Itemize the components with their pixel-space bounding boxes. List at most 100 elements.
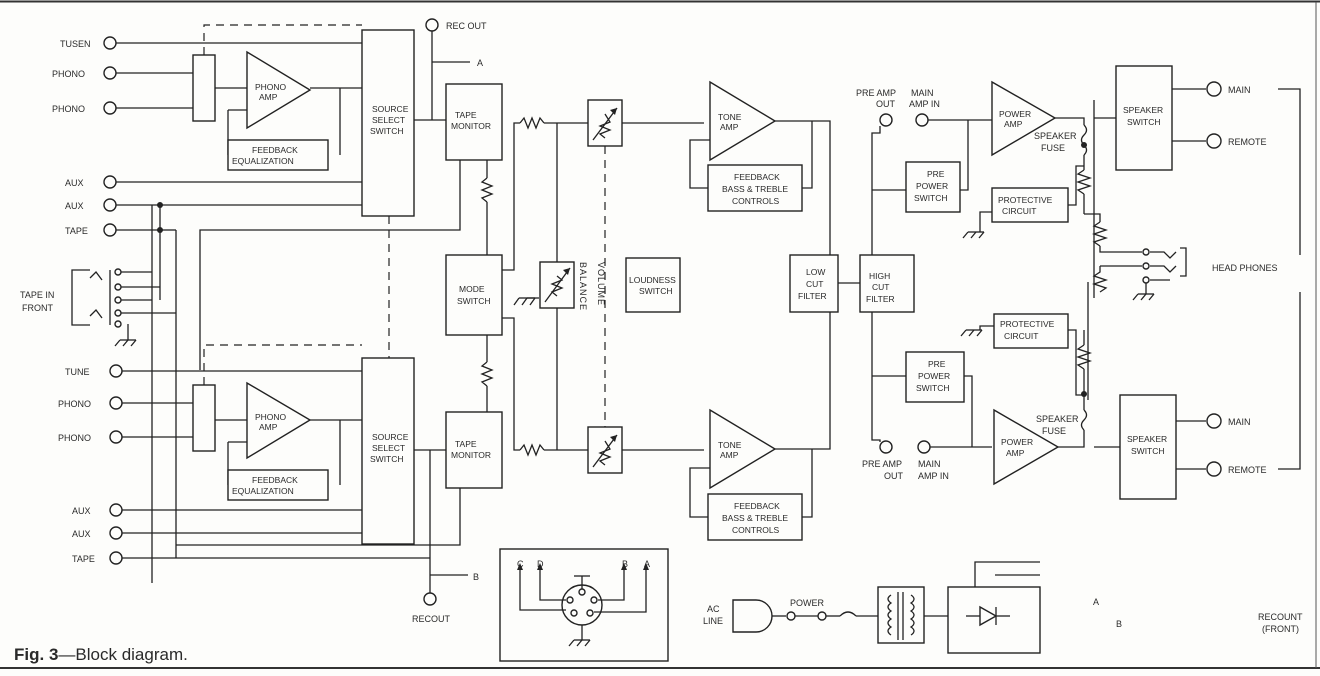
svg-text:FEEDBACK: FEEDBACK bbox=[252, 475, 298, 485]
recount-label: RECOUNT bbox=[1258, 612, 1303, 622]
tone-amp-bottom: TONE AMP bbox=[709, 408, 777, 490]
svg-text:PRE: PRE bbox=[928, 359, 946, 369]
svg-text:B: B bbox=[622, 559, 628, 569]
tone-amp-top: TONE AMP bbox=[709, 80, 777, 162]
power-section-wires bbox=[871, 119, 992, 448]
main-amp-in-label: MAIN bbox=[911, 88, 934, 98]
din-connector-inset: C D B A bbox=[499, 548, 669, 662]
svg-text:C: C bbox=[517, 559, 524, 569]
tone-amp-wires bbox=[689, 120, 831, 518]
headphone-jack bbox=[1132, 247, 1187, 301]
svg-text:CIRCUIT: CIRCUIT bbox=[1004, 331, 1038, 341]
tape-monitor-top: TAPE MONITOR bbox=[445, 83, 503, 161]
svg-text:TONE: TONE bbox=[718, 440, 742, 450]
svg-text:AMP: AMP bbox=[259, 422, 278, 432]
remote-speaker-jack bbox=[1206, 133, 1222, 149]
source-select-switch-top: SOURCE SELECT SWITCH bbox=[361, 29, 415, 217]
svg-text:POWER: POWER bbox=[918, 371, 950, 381]
input-jack bbox=[103, 36, 117, 50]
point-a-label: A bbox=[477, 58, 483, 68]
input-label: TAPE bbox=[65, 226, 88, 236]
input-label: PHONO bbox=[58, 399, 91, 409]
svg-text:SWITCH: SWITCH bbox=[1127, 117, 1161, 127]
pre-power-switch-top: PRE POWER SWITCH bbox=[905, 161, 961, 213]
top-input-wires bbox=[116, 42, 362, 231]
svg-text:CONTROLS: CONTROLS bbox=[732, 196, 780, 206]
svg-text:AMP: AMP bbox=[1006, 448, 1025, 458]
grounds bbox=[960, 211, 994, 337]
svg-text:SELECT: SELECT bbox=[372, 443, 405, 453]
svg-text:SPEAKER: SPEAKER bbox=[1127, 434, 1167, 444]
input-label: TUNE bbox=[65, 367, 90, 377]
tape-in-label: TAPE IN bbox=[20, 290, 54, 300]
input-label: PHONO bbox=[52, 69, 85, 79]
input-jack bbox=[103, 223, 117, 237]
speaker-switch-top: SPEAKER SWITCH bbox=[1115, 65, 1173, 171]
pre-amp-out-label: OUT bbox=[884, 471, 904, 481]
pre-amp-out-jack bbox=[879, 440, 893, 454]
tape-in-front-jack: TAPE IN FRONT bbox=[20, 268, 176, 347]
source-to-tape-wires bbox=[176, 31, 470, 593]
svg-text:Fig. 3—Block diagram.: Fig. 3—Block diagram. bbox=[14, 645, 188, 664]
svg-text:AC: AC bbox=[707, 604, 720, 614]
input-jack bbox=[103, 175, 117, 189]
svg-text:POWER: POWER bbox=[790, 598, 825, 608]
balance-wires bbox=[502, 116, 704, 457]
input-jacks-bottom: TUNE PHONO PHONO AUX AUX TAPE bbox=[58, 364, 123, 565]
point-b-label: B bbox=[473, 572, 479, 582]
svg-text:CUT: CUT bbox=[806, 279, 823, 289]
svg-text:LOW: LOW bbox=[806, 267, 825, 277]
svg-text:EQUALIZATION: EQUALIZATION bbox=[232, 486, 294, 496]
power-amp-top: POWER AMP bbox=[991, 80, 1057, 157]
protective-circuit-top: PROTECTIVE CIRCUIT bbox=[991, 187, 1069, 223]
svg-text:PHONO: PHONO bbox=[255, 82, 287, 92]
input-jack bbox=[109, 503, 123, 517]
input-label: PHONO bbox=[52, 104, 85, 114]
tape-bus-wires bbox=[151, 205, 177, 583]
rec-out-label: RECOUT bbox=[412, 614, 451, 624]
svg-text:SWITCH: SWITCH bbox=[1131, 446, 1165, 456]
balance-label: BALANCE bbox=[578, 262, 588, 311]
svg-text:SPEAKER: SPEAKER bbox=[1123, 105, 1163, 115]
protective-circuit-bottom: PROTECTIVE CIRCUIT bbox=[993, 313, 1069, 349]
phono-amp-bottom: PHONO AMP bbox=[246, 381, 312, 460]
high-cut-filter: HIGH CUT FILTER bbox=[859, 254, 915, 313]
pre-amp-out-label: PRE AMP bbox=[856, 88, 896, 98]
pre-amp-out-jack bbox=[879, 113, 893, 127]
main-amp-in-jack bbox=[917, 440, 931, 454]
svg-text:SOURCE: SOURCE bbox=[372, 104, 409, 114]
power-amp-bottom: POWER AMP bbox=[993, 408, 1060, 486]
power-supply: AC LINE POWER bbox=[703, 561, 1041, 654]
mode-switch: MODE SWITCH bbox=[445, 254, 503, 336]
input-selector-top bbox=[192, 54, 216, 122]
legend-a-label: A bbox=[1093, 597, 1099, 607]
svg-text:FEEDBACK: FEEDBACK bbox=[734, 172, 780, 182]
svg-text:CUT: CUT bbox=[872, 282, 889, 292]
feedback-bass-treble-bottom: FEEDBACK BASS & TREBLE CONTROLS bbox=[707, 493, 803, 541]
svg-text:MODE: MODE bbox=[459, 284, 485, 294]
svg-text:AMP: AMP bbox=[720, 450, 739, 460]
recount-front-label: (FRONT) bbox=[1262, 624, 1299, 634]
svg-text:D: D bbox=[537, 559, 544, 569]
input-label: AUX bbox=[72, 506, 91, 516]
input-jack bbox=[103, 198, 117, 212]
main-amp-in-label: MAIN bbox=[918, 459, 941, 469]
main-speaker-jack bbox=[1206, 413, 1222, 429]
speaker-fuse-label: SPEAKER bbox=[1036, 414, 1079, 424]
svg-text:CIRCUIT: CIRCUIT bbox=[1002, 206, 1036, 216]
remote-label: REMOTE bbox=[1228, 465, 1267, 475]
tape-monitor-bottom: TAPE MONITOR bbox=[445, 411, 503, 489]
input-jack bbox=[109, 526, 123, 540]
source-select-switch-bottom: SOURCE SELECT SWITCH bbox=[361, 357, 415, 545]
main-speaker-jack bbox=[1206, 81, 1222, 97]
head-phones-label: HEAD PHONES bbox=[1212, 263, 1278, 273]
svg-text:POWER: POWER bbox=[999, 109, 1031, 119]
svg-text:HIGH: HIGH bbox=[869, 271, 890, 281]
rec-out-jack-bottom bbox=[423, 592, 437, 606]
feedback-equalization-top: FEEDBACK EQUALIZATION bbox=[227, 139, 329, 171]
rec-out-label: REC OUT bbox=[446, 21, 487, 31]
svg-text:SOURCE: SOURCE bbox=[372, 432, 409, 442]
svg-text:FILTER: FILTER bbox=[798, 291, 827, 301]
speaker-switch-bottom: SPEAKER SWITCH bbox=[1119, 394, 1177, 500]
